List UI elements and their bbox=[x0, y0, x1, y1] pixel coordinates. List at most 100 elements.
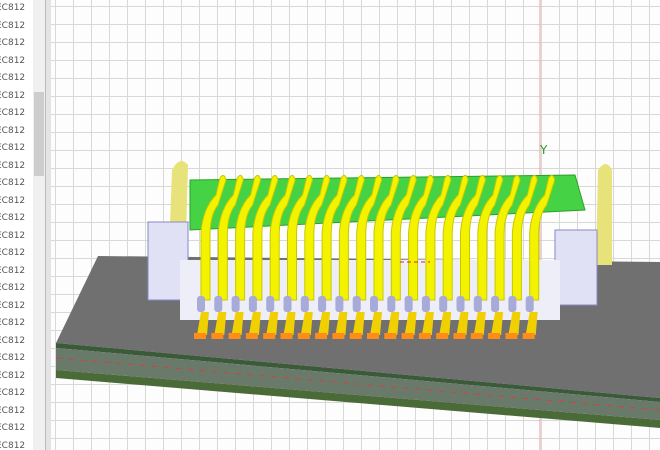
tree-item[interactable]: EC812 bbox=[0, 265, 26, 276]
pin-tail bbox=[214, 312, 227, 335]
tree-item[interactable]: EC812 bbox=[0, 160, 26, 171]
tree-item[interactable]: EC812 bbox=[0, 125, 26, 136]
tree-item[interactable]: EC812 bbox=[0, 73, 26, 83]
tree-item[interactable]: EC812 bbox=[0, 178, 26, 188]
pin-slot bbox=[439, 296, 448, 312]
tree-item[interactable]: EC812 bbox=[0, 248, 26, 258]
solder-pad bbox=[436, 333, 449, 339]
pin-slot bbox=[370, 296, 378, 312]
solder-pad bbox=[453, 333, 466, 339]
pin-tail bbox=[404, 312, 417, 335]
tree-item[interactable]: EC812 bbox=[0, 388, 26, 398]
pin-tail bbox=[491, 312, 504, 335]
tree-item[interactable]: EC812 bbox=[0, 423, 26, 433]
pin-tail bbox=[300, 312, 313, 335]
pin bbox=[494, 174, 521, 301]
pin-slot bbox=[300, 296, 309, 312]
pin-slot bbox=[473, 296, 482, 312]
pin bbox=[269, 174, 296, 301]
pin-slot bbox=[387, 296, 396, 312]
tree-item[interactable]: EC812 bbox=[0, 335, 26, 346]
pin bbox=[511, 174, 538, 301]
pin-tail bbox=[439, 312, 452, 335]
solder-pad bbox=[263, 333, 276, 339]
solder-pad bbox=[228, 333, 241, 339]
tree-item[interactable]: EC812 bbox=[0, 230, 26, 241]
board-layer bbox=[56, 343, 660, 402]
solder-pad bbox=[488, 333, 501, 339]
right-end-block bbox=[554, 229, 598, 306]
tree-item[interactable]: EC812 bbox=[0, 213, 26, 223]
pin bbox=[200, 174, 227, 301]
tree-item[interactable]: EC812 bbox=[0, 353, 26, 363]
solder-pad bbox=[349, 333, 362, 339]
solder-pad bbox=[280, 333, 293, 339]
solder-pad bbox=[332, 333, 345, 339]
tree-item[interactable]: EC812 bbox=[0, 300, 26, 311]
pin bbox=[529, 174, 556, 301]
scrollbar-thumb[interactable] bbox=[34, 92, 44, 176]
solder-pad bbox=[470, 333, 483, 339]
solder-pad bbox=[245, 333, 258, 339]
pin-tail bbox=[473, 312, 486, 335]
tree-item[interactable]: EC812 bbox=[0, 405, 26, 416]
pin-tail bbox=[525, 312, 538, 335]
tree-item[interactable]: EC812 bbox=[0, 283, 26, 293]
solder-pad bbox=[211, 333, 224, 339]
pin-tail bbox=[508, 312, 521, 335]
pin-tail bbox=[456, 312, 469, 335]
tree-item[interactable]: EC812 bbox=[0, 143, 26, 153]
pin bbox=[235, 174, 262, 301]
pin-tail bbox=[387, 312, 400, 335]
tree-item[interactable]: EC812 bbox=[0, 318, 26, 328]
tree-item[interactable]: EC812 bbox=[0, 370, 26, 381]
tree-item[interactable]: EC812 bbox=[0, 3, 26, 13]
pin bbox=[373, 174, 400, 301]
tree-item[interactable]: EC812 bbox=[0, 195, 26, 206]
tree-item[interactable]: EC812 bbox=[0, 20, 26, 31]
solder-pad bbox=[384, 333, 397, 339]
pin bbox=[442, 174, 469, 301]
solder-pad bbox=[505, 333, 518, 339]
tree-item[interactable]: EC812 bbox=[0, 108, 26, 118]
pin-slot bbox=[231, 296, 240, 312]
solder-pad bbox=[418, 333, 431, 339]
pin bbox=[321, 174, 348, 301]
pin-tail bbox=[283, 312, 296, 335]
solder-pad bbox=[367, 333, 379, 339]
pin bbox=[408, 174, 435, 301]
pin-slot bbox=[456, 296, 465, 312]
pin-slot bbox=[197, 296, 205, 312]
pin-tail bbox=[266, 312, 279, 335]
pin bbox=[338, 174, 365, 301]
solder-pad bbox=[401, 333, 414, 339]
tree-item[interactable]: EC812 bbox=[0, 55, 26, 66]
pin-slot bbox=[525, 296, 534, 312]
pin bbox=[356, 174, 383, 301]
solder-pad bbox=[194, 333, 206, 339]
pin-tail bbox=[421, 312, 434, 335]
tree-item[interactable]: EC812 bbox=[0, 440, 26, 450]
pin-slot bbox=[508, 296, 517, 312]
tree-scrollbar[interactable] bbox=[33, 0, 45, 450]
pin bbox=[460, 174, 487, 301]
pin-slot bbox=[421, 296, 430, 312]
pin bbox=[287, 174, 314, 301]
tree-item[interactable]: EC812 bbox=[0, 38, 26, 48]
right-latch bbox=[596, 164, 612, 265]
pin-slot bbox=[283, 296, 292, 312]
pin-tail bbox=[248, 312, 261, 335]
tree-item[interactable]: EC812 bbox=[0, 90, 26, 101]
pin-slot bbox=[335, 296, 344, 312]
board-trace bbox=[55, 357, 660, 411]
solder-pad bbox=[522, 333, 535, 339]
pin bbox=[425, 174, 452, 301]
pin bbox=[217, 174, 244, 301]
pin-slot bbox=[248, 296, 257, 312]
pin-slot bbox=[404, 296, 413, 312]
model-tree[interactable]: EC812EC812EC812EC812EC812EC812EC812EC812… bbox=[0, 0, 33, 450]
pin-tail bbox=[197, 312, 209, 335]
pin-tail bbox=[231, 312, 244, 335]
pin-slot bbox=[491, 296, 500, 312]
